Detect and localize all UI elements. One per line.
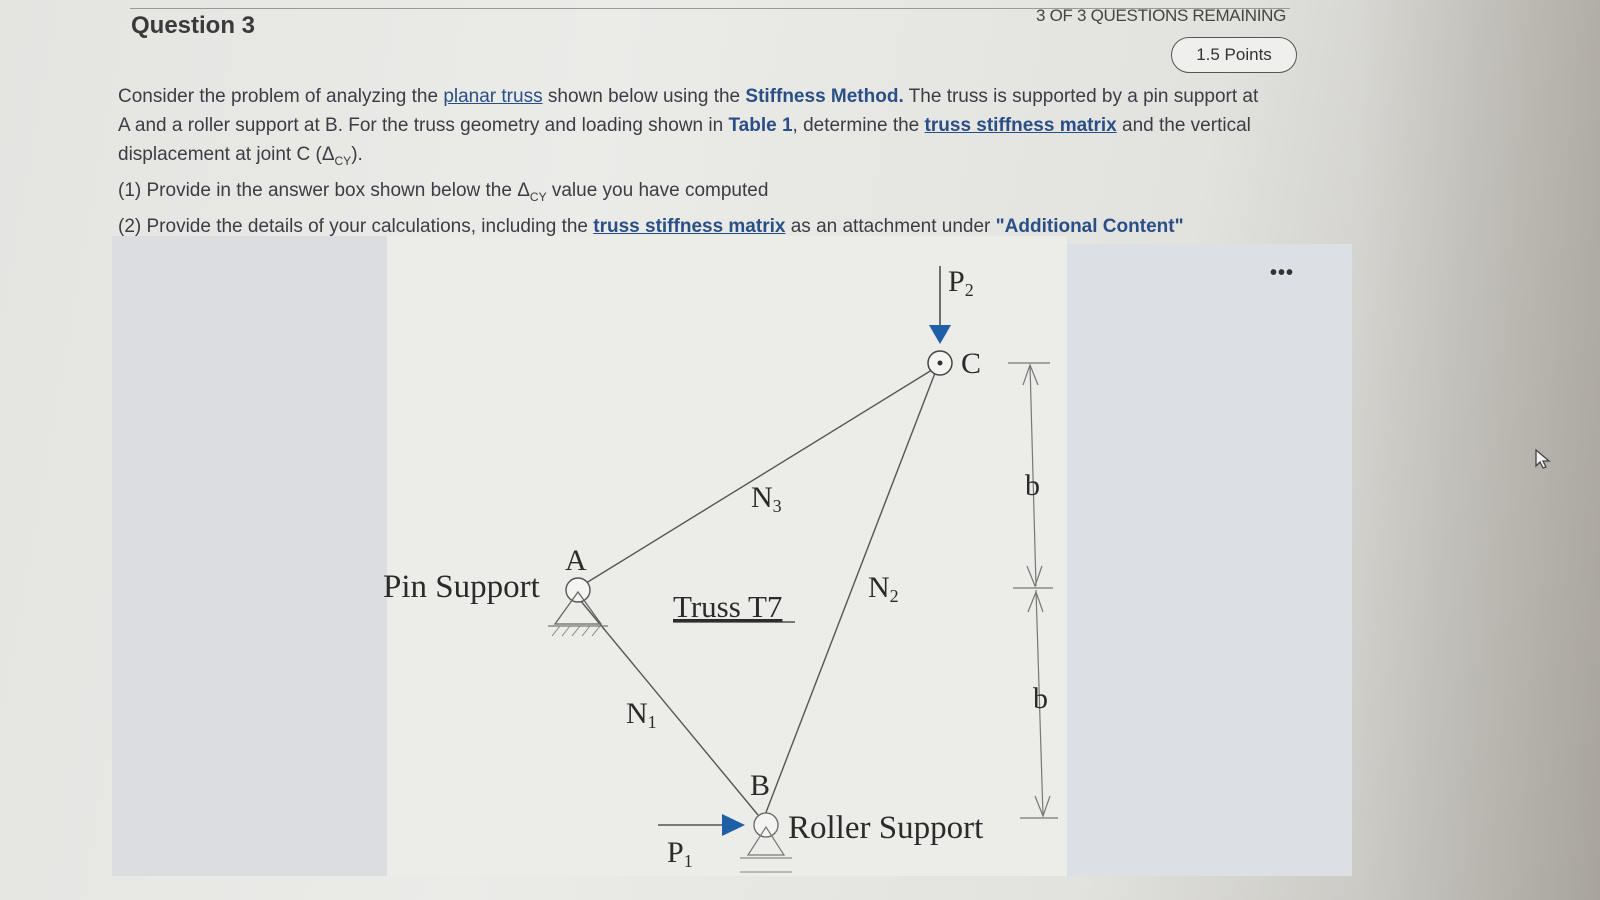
figure-right-shade [1067, 244, 1352, 876]
text: ). [351, 144, 363, 165]
instruction-2: (2) Provide the details of your calculat… [118, 212, 1268, 241]
more-options-icon[interactable]: ••• [1270, 262, 1295, 284]
truss-stiffness-matrix-link[interactable]: truss stiffness matrix [924, 115, 1117, 136]
label-roller-support: Roller Support [788, 810, 983, 846]
header-divider [130, 8, 1290, 9]
text: shown below using the [542, 86, 746, 107]
dimension-arrow-mid-down [1027, 590, 1044, 613]
text: , determine the [792, 115, 925, 136]
text: value you have computed [546, 179, 769, 201]
member-n2 [764, 372, 936, 816]
label-b: B [750, 769, 770, 802]
dimension-arrow-top [1022, 363, 1039, 386]
load-p2-arrowhead [929, 325, 951, 344]
joint-a [565, 577, 591, 603]
dimension-arrow-mid-up [1026, 565, 1043, 588]
text: (1) Provide in the answer box shown belo… [118, 179, 530, 201]
text: Consider the problem of analyzing the [118, 86, 444, 107]
question-paragraph: Consider the problem of analyzing the pl… [118, 82, 1268, 176]
monitor-edge-shadow [1360, 0, 1600, 900]
label-pin-support: Pin Support [383, 569, 540, 605]
dimension-arrow-bottom [1034, 795, 1051, 818]
mouse-cursor-icon [1535, 448, 1551, 469]
label-n1: N1 [626, 697, 657, 732]
dimension-line-upper [1029, 364, 1037, 587]
figure-center [387, 236, 1067, 876]
roller-support-triangle [746, 825, 786, 856]
stiffness-method-emphasis: Stiffness Method. [745, 86, 904, 107]
dimension-line-lower [1035, 589, 1044, 817]
label-p1: P1 [667, 836, 693, 871]
pin-support-triangle [553, 590, 603, 625]
additional-content-reference: "Additional Content" [995, 215, 1184, 237]
label-b-top: b [1025, 469, 1040, 502]
question-body: Consider the problem of analyzing the pl… [118, 82, 1268, 241]
questions-remaining: 3 OF 3 QUESTIONS REMAINING [1036, 6, 1287, 25]
pin-support-hatch [551, 625, 601, 637]
subscript: CY [529, 189, 547, 204]
label-truss-t7: Truss T7 [673, 589, 782, 624]
text: (2) Provide the details of your calculat… [118, 215, 594, 237]
member-n3 [577, 364, 941, 589]
instruction-1: (1) Provide in the answer box shown belo… [118, 176, 1268, 212]
text: and the vertical displacement at joint C… [118, 115, 1251, 165]
label-a: A [565, 544, 587, 577]
joint-c-center [937, 360, 943, 366]
joint-b [753, 812, 779, 838]
question-title: Question 3 [131, 12, 256, 39]
text: The truss is supported by a pin support … [118, 86, 1259, 136]
label-c: C [961, 347, 981, 380]
planar-truss-link[interactable]: planar truss [443, 86, 543, 107]
label-p2: P2 [948, 265, 974, 300]
member-n1 [579, 599, 759, 816]
figure-left-shade [112, 236, 387, 876]
label-b-bottom: b [1033, 682, 1048, 715]
label-n2: N2 [868, 571, 899, 606]
label-n3: N3 [751, 481, 782, 516]
table-reference: Table 1 [728, 115, 793, 136]
load-p1-arrowhead [722, 814, 745, 836]
subscript: CY [334, 153, 352, 168]
text: as an attachment under [785, 215, 996, 237]
points-badge: 1.5 Points [1171, 37, 1297, 73]
figure-panel [112, 236, 1352, 876]
truss-stiffness-matrix-link-2[interactable]: truss stiffness matrix [593, 215, 786, 237]
